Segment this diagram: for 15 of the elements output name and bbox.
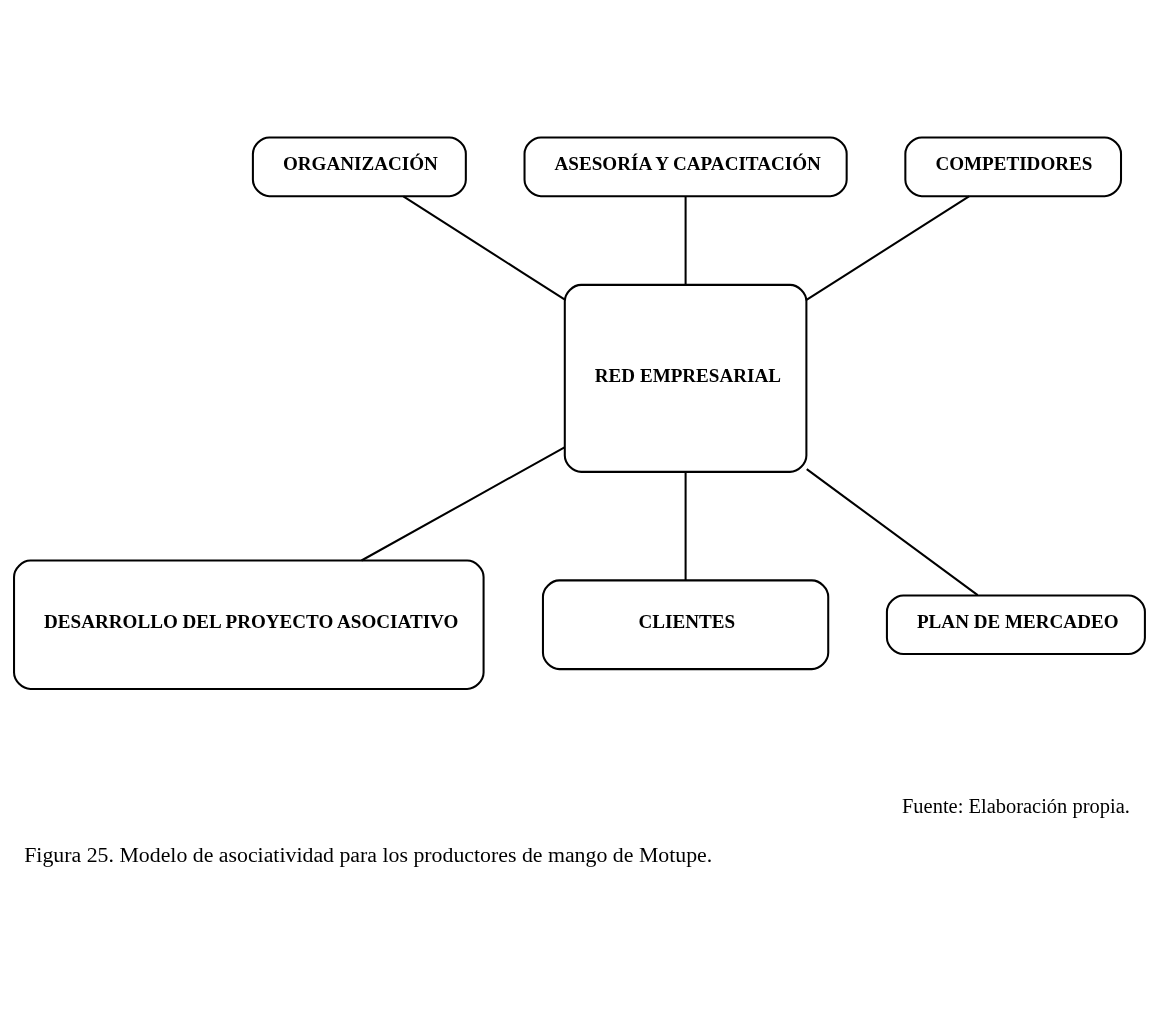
connector	[684, 472, 687, 581]
connector	[361, 446, 565, 562]
connector	[684, 196, 687, 285]
connector	[402, 195, 566, 301]
label: Fuente: Elaboración propia.	[901, 795, 1130, 818]
node-box: ORGANIZACIÓN	[251, 136, 467, 198]
node-box: RED EMPRESARIAL	[563, 283, 808, 473]
node-box: CLIENTES	[541, 579, 830, 671]
caption: Figura 25. Modelo de asociatividad para los productores de mango de Motupe.	[24, 842, 713, 867]
connector	[806, 468, 979, 596]
connector	[805, 195, 970, 301]
node-box: COMPETIDORES	[904, 136, 1123, 198]
node-box: ASESORÍA Y CAPACITACIÓN	[523, 136, 848, 198]
node-box: DESARROLLO DEL PROYECTO ASOCIATIVO	[13, 559, 485, 690]
node-box: PLAN DE MERCADEO	[885, 594, 1146, 656]
